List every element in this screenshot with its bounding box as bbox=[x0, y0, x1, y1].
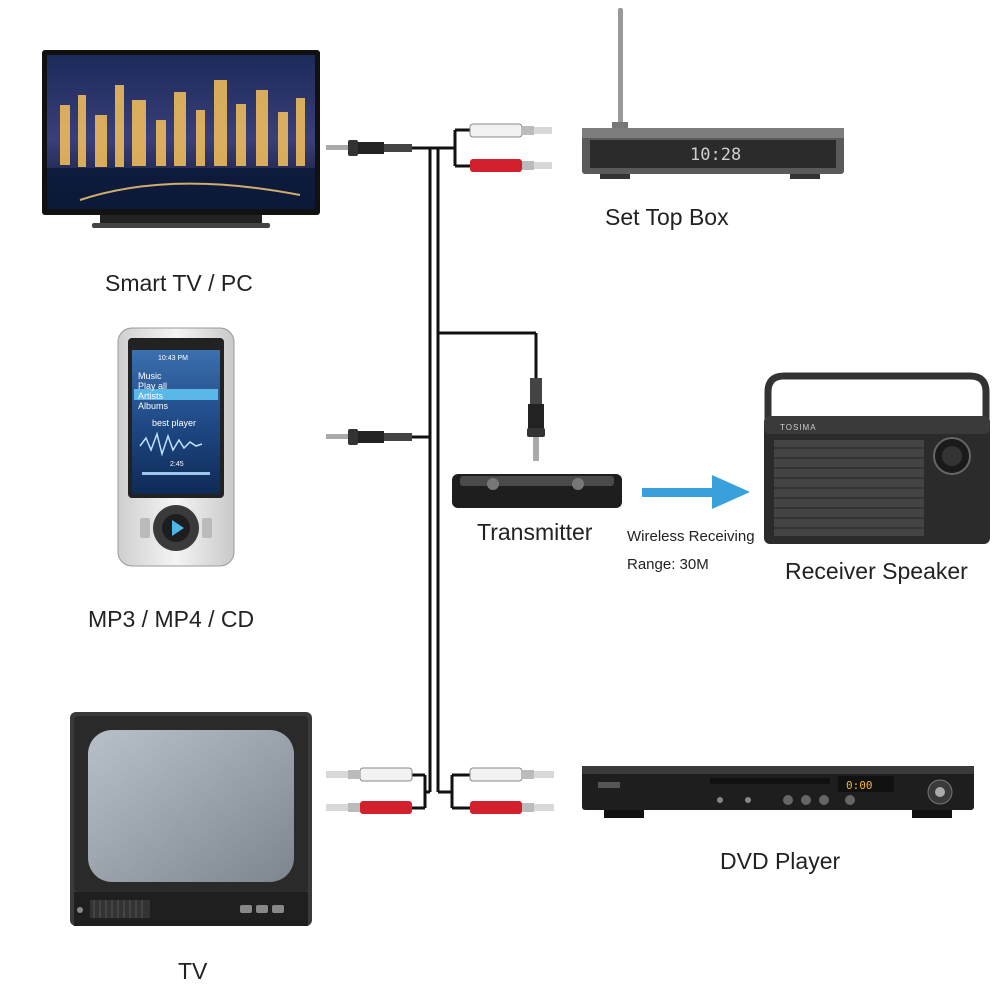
crt-tv-device bbox=[70, 712, 312, 926]
mp3-track: best player bbox=[152, 418, 196, 428]
label-dvd-player: DVD Player bbox=[720, 848, 841, 874]
label-wireless-range-line1: Wireless Receiving bbox=[627, 528, 755, 545]
cable-network bbox=[410, 128, 538, 810]
wireless-arrow bbox=[642, 475, 750, 509]
mp3-menu-3: Albums bbox=[138, 401, 169, 411]
rca-plugs-set-top-box bbox=[469, 123, 552, 172]
aux-jack-transmitter bbox=[527, 378, 545, 461]
set-top-box-device: 10:28 bbox=[582, 8, 844, 179]
mp3-menu-2: Artists bbox=[138, 391, 164, 401]
label-smart-tv-pc: Smart TV / PC bbox=[105, 270, 253, 296]
mp3-progress: 2:45 bbox=[170, 461, 184, 468]
label-tv: TV bbox=[178, 958, 208, 984]
label-receiver-speaker: Receiver Speaker bbox=[785, 558, 968, 584]
mp3-clock: 10:43 PM bbox=[158, 355, 188, 362]
label-transmitter: Transmitter bbox=[477, 519, 593, 545]
dvd-player-device: 0:00 bbox=[582, 766, 974, 818]
aux-jack-tv bbox=[326, 140, 412, 156]
label-set-top-box: Set Top Box bbox=[605, 204, 729, 230]
rca-plugs-dvd bbox=[469, 767, 554, 814]
dvd-display: 0:00 bbox=[846, 779, 873, 792]
smart-tv-device bbox=[42, 50, 320, 228]
transmitter-device bbox=[452, 474, 622, 508]
aux-jack-mp3 bbox=[326, 429, 412, 445]
label-mp3: MP3 / MP4 / CD bbox=[88, 606, 255, 632]
label-wireless-range-line2: Range: 30M bbox=[627, 556, 709, 573]
receiver-speaker-device: TOSIMA bbox=[764, 372, 990, 544]
mp3-player-device: 10:43 PM Music Play all Artists Albums b… bbox=[117, 327, 235, 567]
mp3-menu-0: Music bbox=[138, 371, 162, 381]
rca-plugs-tv bbox=[326, 767, 413, 814]
stb-display: 10:28 bbox=[690, 145, 741, 165]
speaker-brand: TOSIMA bbox=[780, 423, 817, 432]
mp3-menu-1: Play all bbox=[138, 381, 167, 391]
